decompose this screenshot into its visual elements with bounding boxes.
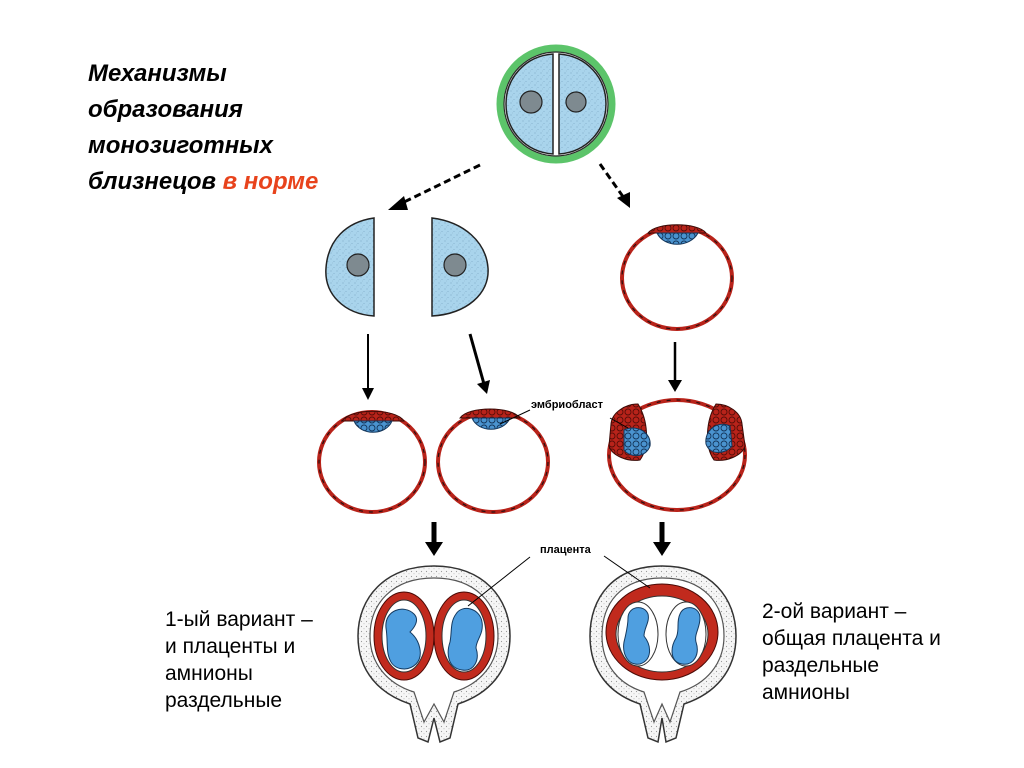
embryoblast-label: эмбриобласт <box>531 399 604 411</box>
embryoblast-pointer-2 <box>609 417 629 429</box>
placenta-label: плацента <box>540 544 591 556</box>
variant-2-caption: 2-ой вариант – общая плацента и раздельн… <box>762 598 982 706</box>
dashed-arrow-right <box>598 163 630 208</box>
variant-2-line-4: амнионы <box>762 681 850 704</box>
arrow-down-1 <box>362 334 374 400</box>
arrow-down-3 <box>668 342 682 392</box>
variant-1-line-2: и плаценты и <box>165 635 296 658</box>
uterus-variant-2 <box>589 565 737 744</box>
variant-1-caption: 1-ый вариант – и плаценты и амнионы разд… <box>165 606 345 714</box>
title-last-word: близнецов <box>88 168 216 195</box>
two-cell-zygote <box>496 44 616 164</box>
blastocyst-1 <box>317 410 427 514</box>
embryoblast-pointer <box>499 409 531 425</box>
title-line-4: близнецов в норме <box>88 164 368 200</box>
title-line-1: Механизмы <box>88 60 227 87</box>
variant-1-line-3: амнионы <box>165 662 253 685</box>
variant-1-line-1: 1-ый вариант – <box>165 608 313 631</box>
diagram-title: Механизмы образования монозиготных близн… <box>88 56 368 200</box>
title-line-3: монозиготных <box>88 132 274 159</box>
title-highlight: в норме <box>222 168 319 195</box>
arrow-down-4 <box>425 522 443 556</box>
variant-1-line-4: раздельные <box>165 689 283 712</box>
arrow-down-2 <box>468 333 490 394</box>
placenta-pointer-1 <box>467 556 531 607</box>
variant-2-line-2: общая плацента и <box>762 627 941 650</box>
title-line-2: образования <box>88 96 243 123</box>
blastocyst-two-embryoblasts <box>607 398 747 512</box>
dashed-arrow-left <box>388 163 481 210</box>
blastocyst-right-top <box>620 224 734 331</box>
blastocyst-2 <box>436 408 550 514</box>
arrow-down-5 <box>653 522 671 556</box>
placenta-pointer-2 <box>603 555 651 589</box>
variant-2-line-3: раздельные <box>762 654 880 677</box>
separated-blastomeres <box>325 217 489 317</box>
uterus-variant-1 <box>357 565 511 744</box>
variant-2-line-1: 2-ой вариант – <box>762 600 907 623</box>
